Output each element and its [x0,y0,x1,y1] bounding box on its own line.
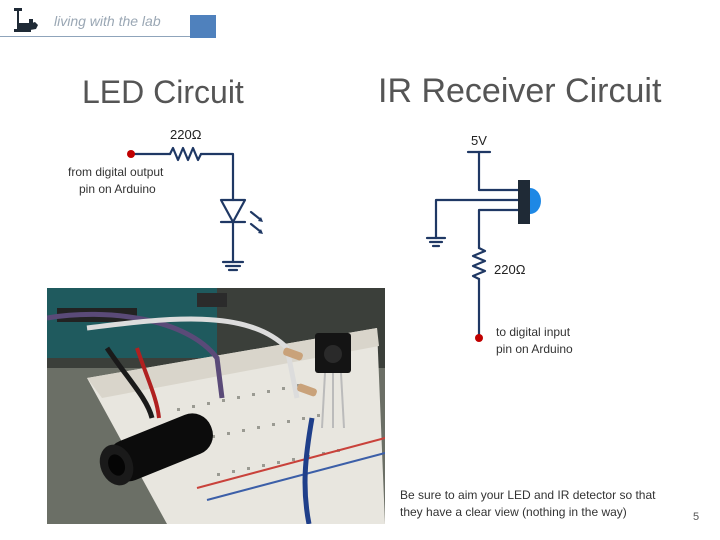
led-resistor-label: 220Ω [170,127,202,142]
breadboard-photo [47,288,385,524]
header-rule [0,36,190,37]
ir-sensor-body [518,180,530,224]
aiming-note-line2: they have a clear view (nothing in the w… [400,505,627,519]
led-input-node [127,150,135,158]
header-title: living with the lab [54,13,161,29]
ir-wire-ground [434,198,522,240]
led-arrow-2 [249,222,263,234]
ir-wire-signal [477,208,522,250]
ir-output-label-line1: to digital input [496,325,571,339]
header-accent-box [190,15,216,38]
ir-wire-supply [477,150,522,192]
led-source-label-line2: pin on Arduino [79,182,156,196]
led-arrow-1 [249,210,263,222]
ir-output-label-line2: pin on Arduino [496,342,573,356]
ir-resistor-label: 220Ω [494,262,526,277]
led-circuit-title: LED Circuit [82,74,244,110]
page-number: 5 [693,511,700,523]
ir-sensor-lens [530,188,541,214]
ir-supply-label: 5V [471,133,487,148]
led-resistor [168,146,203,162]
aiming-note: Be sure to aim your LED and IR detector … [400,487,690,521]
aiming-note-line1: Be sure to aim your LED and IR detector … [400,488,656,502]
ir-output-node [475,334,483,342]
ir-resistor [471,246,487,281]
led-source-label-line1: from digital output [68,165,164,179]
led-wire-out [199,152,235,202]
logo-icon [14,8,38,32]
ir-circuit-title: IR Receiver Circuit [378,72,662,110]
led-diode-triangle [219,198,247,224]
